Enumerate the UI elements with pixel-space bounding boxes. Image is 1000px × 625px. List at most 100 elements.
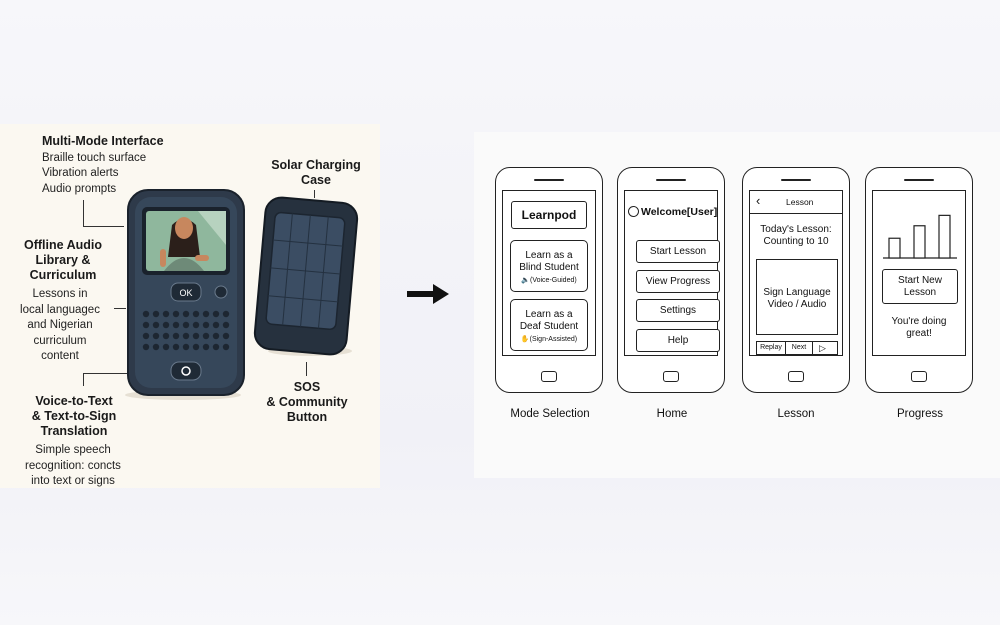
phone-home-button bbox=[663, 371, 679, 382]
braille-dot bbox=[182, 343, 190, 351]
braille-dot bbox=[222, 310, 230, 318]
sign-language-video-area[interactable]: Sign Language Video / Audio bbox=[756, 259, 838, 335]
playback-controls: Replay Next ▷ bbox=[756, 341, 838, 355]
braille-dot bbox=[222, 321, 230, 329]
braille-dot bbox=[182, 332, 190, 340]
lesson-screen: ‹ Lesson Today's Lesson: Counting to 10 … bbox=[749, 190, 843, 356]
braille-dot bbox=[152, 332, 160, 340]
progress-bar-chart bbox=[883, 214, 957, 259]
solar-leader-line bbox=[314, 190, 315, 198]
phone-home-button bbox=[788, 371, 804, 382]
speaker-icon: 🔈 bbox=[521, 277, 530, 284]
learn-blind-student-button[interactable]: Learn as a Blind Student 🔈(Voice-Guided) bbox=[510, 240, 588, 292]
phone-mode-selection: Learnpod Learn as a Blind Student 🔈(Voic… bbox=[495, 167, 603, 393]
braille-dot bbox=[172, 332, 180, 340]
todays-lesson-title: Today's Lesson: Counting to 10 bbox=[760, 224, 832, 247]
braille-dot bbox=[222, 332, 230, 340]
braille-dot bbox=[212, 343, 220, 351]
braille-dot bbox=[142, 332, 150, 340]
braille-dot bbox=[212, 310, 220, 318]
braille-dot bbox=[182, 310, 190, 318]
braille-dot bbox=[172, 343, 180, 351]
braille-dot bbox=[202, 310, 210, 318]
braille-dot bbox=[152, 343, 160, 351]
offline-audio-description: Lessons in local languagec and Nigerian … bbox=[20, 288, 100, 362]
braille-dot bbox=[152, 310, 160, 318]
braille-dot bbox=[192, 310, 200, 318]
start-lesson-button[interactable]: Start Lesson bbox=[636, 240, 720, 263]
progress-bar bbox=[938, 214, 951, 259]
learn-deaf-student-button[interactable]: Learn as a Deaf Student ✋(Sign-Assisted) bbox=[510, 299, 588, 351]
phone-speaker bbox=[904, 179, 934, 181]
phone-home-button bbox=[911, 371, 927, 382]
welcome-header: Welcome[User] bbox=[628, 206, 717, 218]
braille-dot bbox=[192, 343, 200, 351]
multi-mode-line: Audio prompts bbox=[42, 183, 117, 195]
back-chevron-icon[interactable]: ‹ bbox=[756, 193, 761, 208]
multi-mode-title: Multi-Mode Interface bbox=[42, 134, 164, 148]
multi-mode-line: Braille touch surface bbox=[42, 152, 147, 164]
braille-dot bbox=[202, 332, 210, 340]
phone-home-button bbox=[541, 371, 557, 382]
caption-progress: Progress bbox=[896, 408, 944, 420]
braille-dot bbox=[202, 321, 210, 329]
sos-leader-line bbox=[306, 362, 307, 376]
progress-bar bbox=[913, 225, 926, 259]
solar-case-title: Solar Charging Case bbox=[271, 158, 361, 187]
voice-to-text-title: Voice-to-Text & Text-to-Sign Translation bbox=[31, 394, 117, 438]
start-new-lesson-button[interactable]: Start New Lesson bbox=[882, 269, 958, 304]
multi-mode-leader-line bbox=[83, 200, 124, 227]
replay-button[interactable]: Replay bbox=[757, 342, 786, 354]
view-progress-button[interactable]: View Progress bbox=[636, 270, 720, 293]
braille-dot bbox=[142, 343, 150, 351]
braille-dot bbox=[152, 321, 160, 329]
home-screen: Welcome[User] Start Lesson View Progress… bbox=[624, 190, 720, 356]
mode-selection-screen: Learnpod Learn as a Blind Student 🔈(Voic… bbox=[502, 190, 596, 356]
help-button[interactable]: Help bbox=[636, 329, 720, 352]
phone-home: Welcome[User] Start Lesson View Progress… bbox=[617, 167, 725, 393]
voice-to-text-description: Simple speech recognition: concts into t… bbox=[25, 444, 121, 487]
caption-lesson: Lesson bbox=[777, 408, 815, 420]
braille-dot bbox=[172, 321, 180, 329]
braille-dot bbox=[142, 310, 150, 318]
progress-bar bbox=[888, 237, 901, 259]
learnpod-device-illustration: OK bbox=[125, 189, 359, 400]
encouragement-message: You're doing great! bbox=[891, 316, 947, 339]
braille-dot bbox=[212, 321, 220, 329]
user-avatar-icon bbox=[628, 206, 639, 217]
phone-speaker bbox=[534, 179, 564, 181]
progress-screen: Start New Lesson You're doing great! bbox=[872, 190, 966, 356]
braille-dot bbox=[192, 321, 200, 329]
braille-dot bbox=[202, 343, 210, 351]
sos-button-title: SOS & Community Button bbox=[266, 380, 348, 424]
settings-button[interactable]: Settings bbox=[636, 299, 720, 322]
lesson-header-title: Lesson bbox=[786, 197, 814, 207]
lesson-header-bar: ‹ Lesson bbox=[750, 191, 842, 214]
play-icon[interactable]: ▷ bbox=[819, 343, 826, 353]
phone-progress: Start New Lesson You're doing great! bbox=[865, 167, 973, 393]
braille-dot bbox=[162, 332, 170, 340]
braille-dot bbox=[222, 343, 230, 351]
braille-dot bbox=[162, 310, 170, 318]
next-button[interactable]: Next bbox=[786, 342, 813, 354]
braille-dot bbox=[212, 332, 220, 340]
braille-dot bbox=[192, 332, 200, 340]
phone-speaker bbox=[656, 179, 686, 181]
braille-dot bbox=[162, 343, 170, 351]
offline-audio-title: Offline Audio Library & Curriculum bbox=[24, 238, 102, 282]
caption-home: Home bbox=[656, 408, 688, 420]
sign-hands-icon: ✋ bbox=[520, 336, 530, 343]
braille-dot bbox=[182, 321, 190, 329]
braille-dot bbox=[142, 321, 150, 329]
braille-dot bbox=[172, 310, 180, 318]
braille-dot bbox=[162, 321, 170, 329]
right-arrow-icon bbox=[407, 284, 449, 304]
multi-mode-line: Vibration alerts bbox=[42, 167, 119, 179]
phone-speaker bbox=[781, 179, 811, 181]
offline-audio-leader-line bbox=[114, 308, 126, 309]
caption-mode-selection: Mode Selection bbox=[510, 408, 590, 420]
app-name-label: Learnpod bbox=[511, 201, 587, 229]
ok-button-label: OK bbox=[179, 288, 192, 298]
phone-lesson: ‹ Lesson Today's Lesson: Counting to 10 … bbox=[742, 167, 850, 393]
voice-text-leader-line bbox=[83, 373, 128, 386]
